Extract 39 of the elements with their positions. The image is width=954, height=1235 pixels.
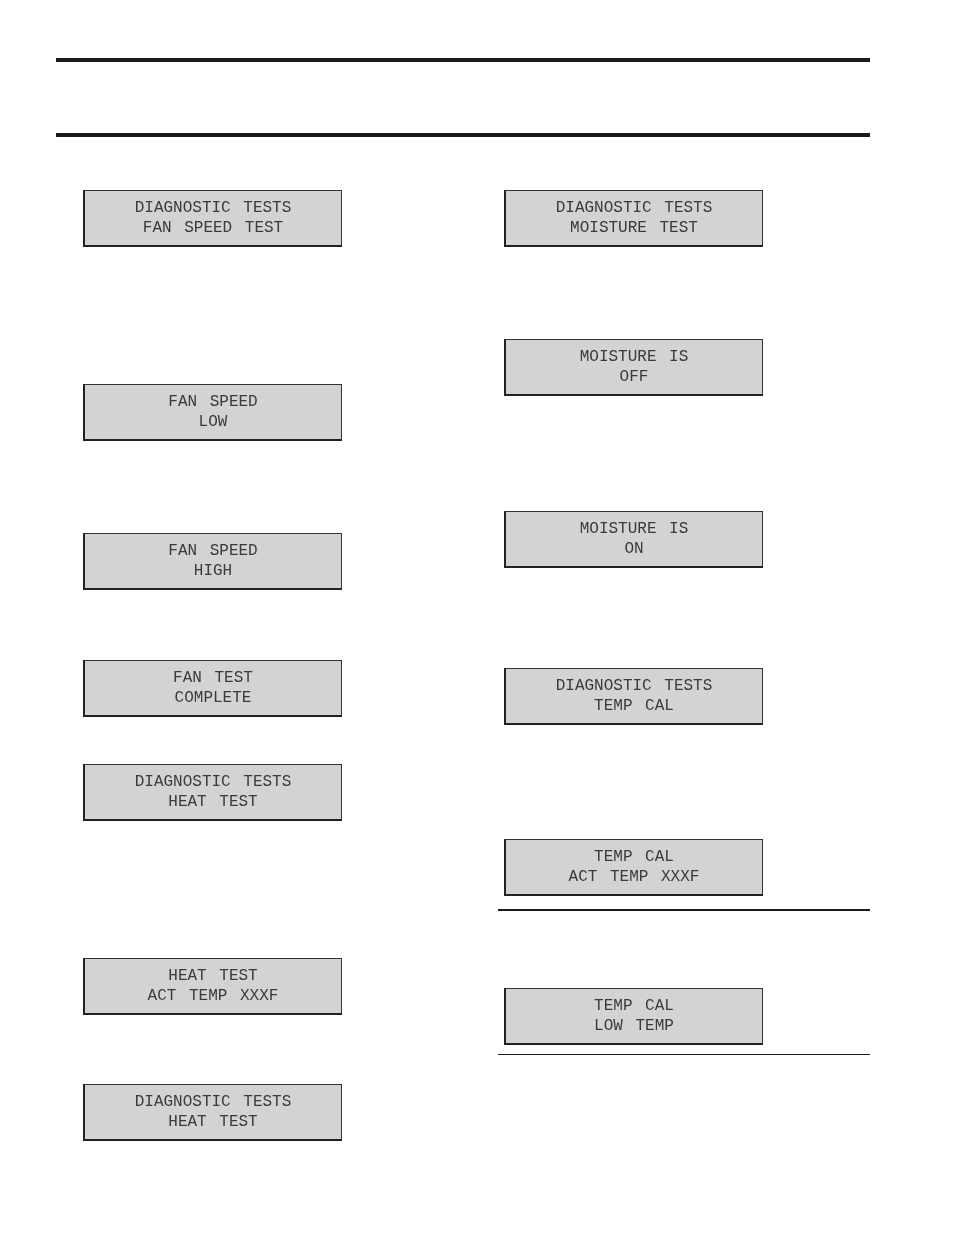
display-text: DIAGNOSTIC TESTS: [134, 772, 292, 792]
lcd-display-panel: [504, 339, 763, 396]
display-text: DIAGNOSTIC TESTS: [134, 1092, 292, 1112]
display-text: LOW: [198, 412, 228, 432]
display-text: COMPLETE: [174, 688, 252, 708]
display-text: ACT TEMP XXXF: [147, 986, 279, 1006]
display-text: HIGH: [193, 561, 233, 581]
lcd-display-panel: [83, 660, 342, 717]
display-text: LOW TEMP: [594, 1016, 674, 1036]
lcd-display-panel: [83, 533, 342, 590]
lcd-display-panel: [83, 1084, 342, 1141]
display-text: DIAGNOSTIC TESTS: [555, 676, 713, 696]
display-text: DIAGNOSTIC TESTS: [555, 198, 713, 218]
display-text: MOISTURE IS: [579, 347, 689, 367]
display-text: FAN SPEED TEST: [142, 218, 284, 238]
lcd-display-panel: [83, 764, 342, 821]
display-text: ON: [624, 539, 644, 559]
display-text: ACT TEMP XXXF: [568, 867, 700, 887]
display-text: TEMP CAL: [594, 996, 674, 1016]
display-text: OFF: [619, 367, 649, 387]
display-text: HEAT TEST: [168, 1112, 258, 1132]
display-text: MOISTURE TEST: [570, 218, 698, 238]
lcd-display-panel: [83, 958, 342, 1015]
display-text: TEMP CAL: [594, 696, 674, 716]
display-text: HEAT TEST: [168, 792, 258, 812]
display-text: TEMP CAL: [594, 847, 674, 867]
lcd-display-panel: [504, 511, 763, 568]
lcd-display-panel: [83, 190, 342, 247]
display-text: FAN SPEED: [168, 541, 258, 561]
lcd-display-panel: [504, 668, 763, 725]
display-text: DIAGNOSTIC TESTS: [134, 198, 292, 218]
display-text: FAN SPEED: [168, 392, 258, 412]
lcd-display-panel: [504, 988, 763, 1045]
display-text: FAN TEST: [173, 668, 253, 688]
lcd-display-panel: [504, 190, 763, 247]
display-text: HEAT TEST: [168, 966, 258, 986]
lcd-display-panel: [504, 839, 763, 896]
display-text: MOISTURE IS: [579, 519, 689, 539]
lcd-display-panel: [83, 384, 342, 441]
